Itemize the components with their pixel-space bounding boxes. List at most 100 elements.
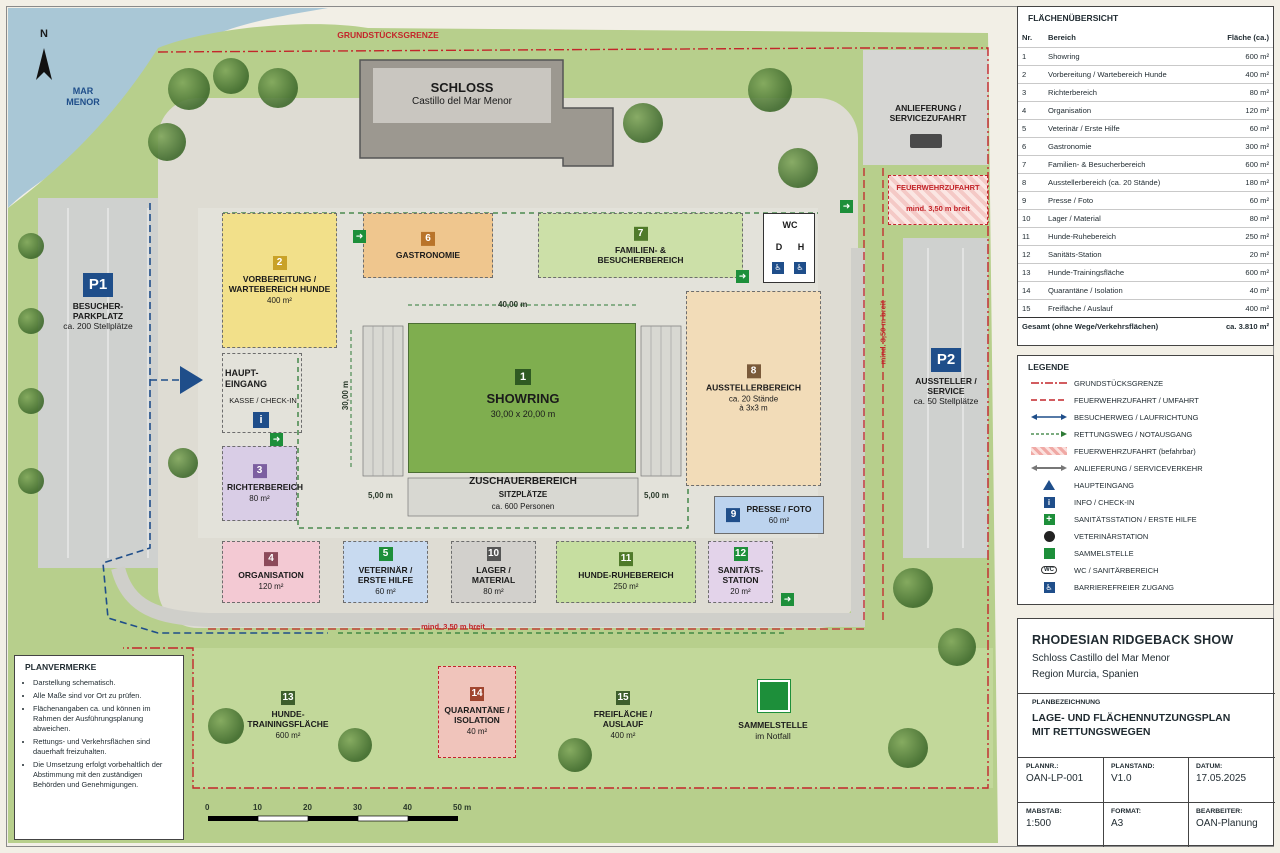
zone-9-name: PRESSE / FOTO [746, 504, 812, 515]
field-author: BEARBEITER:OAN-Planung [1196, 808, 1258, 829]
area-number: 11 [1018, 226, 1044, 245]
zone-6-name: GASTRONOMIE [395, 249, 461, 260]
zone-4-number: 4 [264, 552, 278, 567]
area-number: 5 [1018, 118, 1044, 137]
parking-p1-name: BESUCHER- PARKPLATZ [72, 301, 124, 322]
area-total-label: Gesamt (ohne Wege/Verkehrsflächen) [1018, 316, 1208, 335]
zone-10-number: 10 [486, 547, 501, 562]
zone-4-area: 120 m² [258, 582, 284, 592]
legend-item: FEUERWEHRZUFAHRT / UMFAHRT [1030, 393, 1199, 407]
legend-label: GRUNDSTÜCKSGRENZE [1074, 378, 1164, 388]
tree [258, 68, 298, 108]
zone-12-area: 20 m² [730, 587, 751, 597]
water-label: MAR MENOR [66, 86, 100, 107]
parking-p2-name: AUSSTELLER / SERVICE [915, 376, 977, 397]
zone-2-name: VORBEREITUNG / WARTEBEREICH HUNDE [228, 273, 331, 294]
zone-12-number: 12 [733, 547, 748, 562]
boundary-label: GRUNDSTÜCKSGRENZE [337, 30, 439, 40]
legend-item: VETERINÄRSTATION [1030, 529, 1148, 543]
area-name: Veterinär / Erste Hilfe [1044, 118, 1208, 137]
area-number: 4 [1018, 100, 1044, 119]
area-size: 60 m² [1207, 190, 1273, 209]
legend-label: HAUPTEINGANG [1074, 480, 1135, 490]
parking-p2-capacity: ca. 50 Stellplätze [913, 396, 979, 407]
tree [778, 148, 818, 188]
emergency-exit-icon: ➜ [270, 433, 283, 446]
legend-label: WC / SANITÄRBEREICH [1074, 565, 1159, 575]
emergency-exit-icon: ➜ [353, 230, 366, 243]
area-number: 7 [1018, 154, 1044, 173]
col-header: Bereich [1048, 33, 1076, 43]
zone-8-area: ca. 20 Stände à 3x3 m [728, 394, 779, 413]
area-total-row: Gesamt (ohne Wege/Verkehrsflächen) ca. 3… [1018, 316, 1273, 335]
area-size: 40 m² [1207, 280, 1273, 299]
plan-note: Alle Maße sind vor Ort zu prüfen. [33, 691, 175, 701]
legend-label: FEUERWEHRZUFAHRT / UMFAHRT [1074, 395, 1199, 405]
scale-tick: 0 [205, 803, 210, 812]
assembly-point-name: SAMMELSTELLE [738, 720, 808, 730]
parking-p2-number: P2 [930, 348, 962, 372]
accessible-icon: ♿ [772, 262, 784, 274]
plan-designation-label: PLANBEZEICHNUNG [1032, 699, 1101, 706]
wc-women: D [775, 242, 783, 252]
showring-number: 1 [515, 369, 531, 385]
area-number: 9 [1018, 190, 1044, 209]
tree [168, 68, 210, 110]
plan-notes-title: PLANVERMERKE [25, 662, 97, 672]
zone-3-name: RICHTERBEREICH [227, 481, 304, 492]
zone-3-area: 80 m² [249, 493, 270, 503]
area-size: 400 m² [1207, 298, 1273, 317]
tree [893, 568, 933, 608]
zone-5-area: 60 m² [375, 587, 396, 597]
scale-tick: 20 [303, 803, 312, 812]
area-name: Vorbereitung / Wartebereich Hunde [1044, 64, 1208, 83]
tree [18, 388, 44, 414]
area-overview-panel: FLÄCHENÜBERSICHT Nr. Bereich Fläche (ca.… [1017, 6, 1274, 346]
zone-2-area: 400 m² [267, 295, 292, 305]
area-name: Gastronomie [1044, 136, 1208, 155]
legend-item: HAUPTEINGANG [1030, 478, 1134, 492]
zone-3-number: 3 [252, 463, 267, 478]
spectator-title: ZUSCHAUERBEREICH [469, 476, 577, 487]
fire-lane-vertical-label: mind. 3,50 m breit [878, 300, 888, 365]
parking-p1: P1 BESUCHER- PARKPLATZ ca. 200 Stellplät… [48, 273, 148, 332]
tree [938, 628, 976, 666]
showring: 1 SHOWRING 30,00 x 20,00 m [408, 323, 636, 473]
legend-label: SAMMELSTELLE [1074, 548, 1134, 558]
plan-notes: PLANVERMERKE Darstellung schematisch. Al… [14, 655, 184, 840]
area-size: 180 m² [1207, 172, 1273, 191]
fire-lane-bottom-label: mind. 3,50 m breit [421, 622, 485, 631]
zone-7-number: 7 [633, 226, 648, 241]
castle-title: SCHLOSS [430, 80, 494, 95]
emergency-exit-icon: ➜ [840, 200, 853, 213]
zone-2-number: 2 [272, 255, 287, 270]
area-name: Hunde-Ruhebereich [1044, 226, 1208, 245]
zone-15-area: 400 m² [610, 730, 636, 740]
tree [208, 708, 244, 744]
area-number: 2 [1018, 64, 1044, 83]
area-size: 120 m² [1207, 100, 1273, 119]
col-header: Nr. [1022, 33, 1033, 43]
area-size: 20 m² [1207, 244, 1273, 263]
area-number: 6 [1018, 136, 1044, 155]
area-overview-title: FLÄCHENÜBERSICHT [1028, 13, 1119, 23]
parking-p2: P2 AUSSTELLER / SERVICE ca. 50 Stellplät… [896, 348, 996, 407]
zone-11-name: HUNDE-RUHEBEREICH [578, 570, 674, 581]
zone-15-name: FREIFLÄCHE / AUSLAUF [593, 708, 653, 729]
